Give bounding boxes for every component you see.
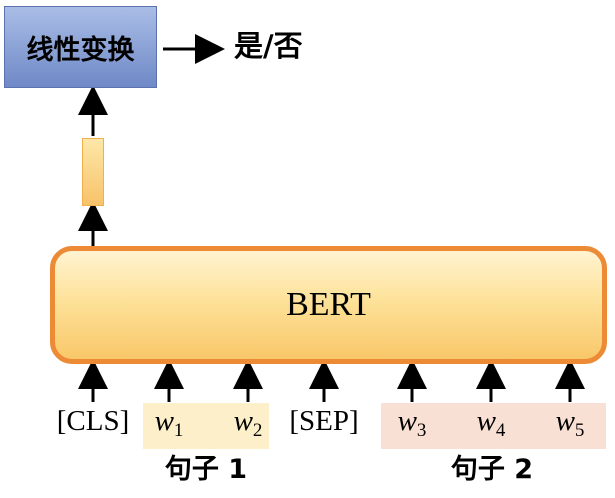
output-label: 是/否 xyxy=(234,29,303,63)
token-1: w1 xyxy=(155,404,184,448)
token-text: w xyxy=(476,405,496,437)
token-subscript: 3 xyxy=(416,420,427,441)
token-4: w3 xyxy=(398,404,427,448)
bert-model-box: BERT xyxy=(50,246,607,364)
token-subscript: 4 xyxy=(495,420,506,441)
token-text: w xyxy=(154,405,174,437)
token-2: w2 xyxy=(234,404,263,448)
token-subscript: 2 xyxy=(252,420,263,441)
linear-transform-label: 线性变换 xyxy=(26,34,135,66)
token-0: [CLS] xyxy=(56,405,130,437)
bert-label: BERT xyxy=(286,286,371,323)
token-text: w xyxy=(397,405,417,437)
sentence-1-highlight xyxy=(143,403,269,449)
sentence-1-label: 句子 1 xyxy=(164,454,248,485)
token-6: w5 xyxy=(556,404,585,448)
linear-transform-box: 线性变换 xyxy=(4,6,157,88)
token-subscript: 5 xyxy=(574,420,585,441)
token-5: w4 xyxy=(477,404,506,448)
token-text: w xyxy=(233,405,253,437)
token-3: [SEP] xyxy=(289,405,359,437)
sentence-2-label: 句子 2 xyxy=(450,454,534,485)
token-subscript: 1 xyxy=(173,420,184,441)
sentence-2-highlight xyxy=(381,403,606,449)
cls-output-vector xyxy=(82,138,104,206)
token-text: w xyxy=(555,405,575,437)
